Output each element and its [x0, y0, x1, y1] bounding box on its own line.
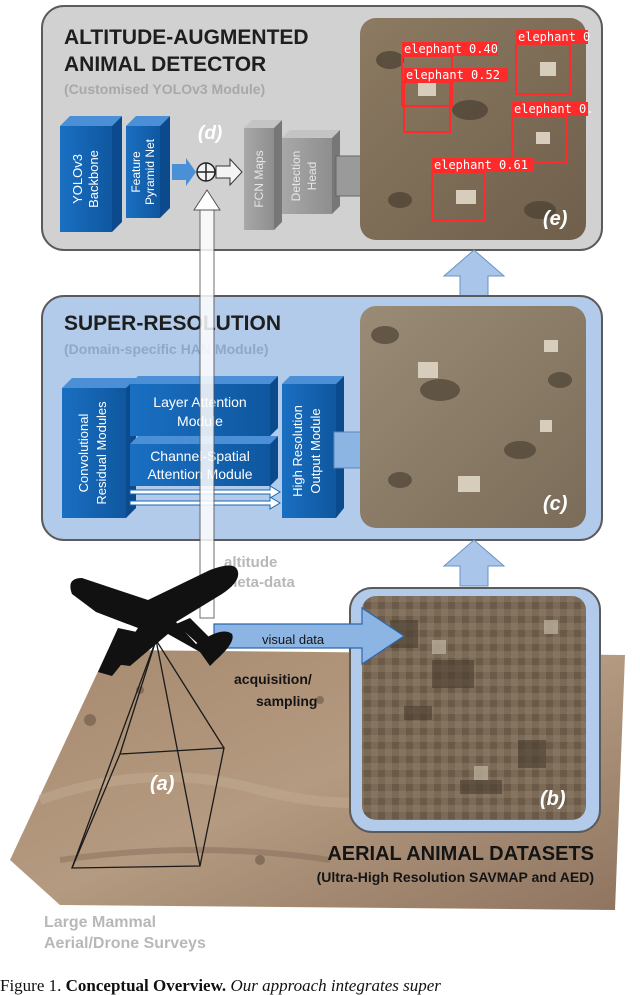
detection-label-4: elephant 0.	[514, 102, 593, 116]
datasets-subtitle: (Ultra-High Resolution SAVMAP and AED)	[317, 869, 594, 885]
super-resolved-image	[360, 306, 586, 528]
caption-bold: Conceptual Overview.	[66, 976, 227, 995]
fpn-label-line1: Feature	[129, 151, 143, 193]
yolov3-backbone-block: YOLOv3 Backbone	[60, 116, 122, 232]
head-label-line1: Detection	[289, 151, 303, 202]
detection-box-2: elephant 0.52	[403, 68, 508, 133]
combiner-to-fcn-arrow	[215, 157, 243, 187]
detector-subtitle: (Customised YOLOv3 Module)	[64, 81, 265, 97]
detection-box-3: elephant 0	[515, 30, 590, 95]
visual-data-arrow	[213, 606, 406, 666]
detection-label-5: elephant 0.61	[434, 158, 528, 172]
backbone-label-line1: YOLOv3	[70, 154, 85, 204]
detection-label-1: elephant 0.40	[404, 42, 498, 56]
backbone-label-line2: Backbone	[86, 150, 101, 208]
panel-label-a: (a)	[150, 773, 175, 795]
conv-residual-block: Convolutional Residual Modules	[62, 378, 136, 518]
conv-label-line2: Residual Modules	[94, 401, 109, 505]
detection-label-3: elephant 0	[518, 30, 590, 44]
detection-box-5: elephant 0.61	[431, 158, 534, 221]
airplane-icon	[70, 565, 239, 676]
low-res-image	[362, 596, 586, 820]
caption-prefix: Figure 1.	[0, 976, 61, 995]
visual-data-label: visual data	[262, 632, 325, 647]
head-label-line2: Head	[305, 162, 319, 191]
fpn-to-combiner-arrow	[172, 158, 196, 186]
detector-title-line2: ANIMAL DETECTOR	[64, 53, 266, 76]
survey-label-line1: Large Mammal	[44, 914, 156, 931]
panel-label-e: (e)	[543, 208, 568, 230]
altitude-label-line1: altitude	[224, 554, 277, 571]
camera-frustum	[71, 639, 225, 869]
lr-to-sr-arrow	[442, 539, 506, 587]
detection-label-2: elephant 0.52	[406, 68, 500, 82]
sr-title: SUPER-RESOLUTION	[64, 312, 281, 335]
panel-label-c: (c)	[543, 493, 568, 515]
sr-to-detector-arrow	[442, 249, 506, 298]
feature-pyramid-block: Feature Pyramid Net	[126, 116, 170, 218]
fcn-label: FCN Maps	[252, 150, 266, 207]
feature-combiner-icon	[196, 162, 216, 182]
conv-label-line1: Convolutional	[76, 414, 91, 493]
panel-label-b: (b)	[540, 788, 566, 810]
hr-label-line1: High Resolution	[290, 405, 305, 497]
datasets-title: AERIAL ANIMAL DATASETS	[327, 843, 594, 865]
fpn-label-line2: Pyramid Net	[143, 138, 157, 205]
altitude-label-line2: meta-data	[224, 574, 296, 591]
fcn-maps-block: FCN Maps	[244, 120, 282, 230]
sr-subtitle: (Domain-specific HAN Module)	[64, 341, 269, 357]
figure-caption: Figure 1. Conceptual Overview. Our appro…	[0, 976, 441, 995]
hr-label-line2: Output Module	[308, 408, 323, 493]
acquisition-label-line1: acquisition/	[234, 671, 312, 687]
caption-rest: Our approach integrates super	[230, 976, 441, 995]
panel-label-d: (d)	[198, 123, 222, 144]
altitude-metadata-arrow	[193, 189, 221, 619]
acquisition-label-line2: sampling	[256, 693, 317, 709]
detection-box-4: elephant 0.	[511, 102, 593, 163]
detector-title-line1: ALTITUDE-AUGMENTED	[64, 26, 309, 49]
survey-label-line2: Aerial/Drone Surveys	[44, 935, 206, 952]
detection-head-block: Detection Head	[282, 130, 340, 214]
